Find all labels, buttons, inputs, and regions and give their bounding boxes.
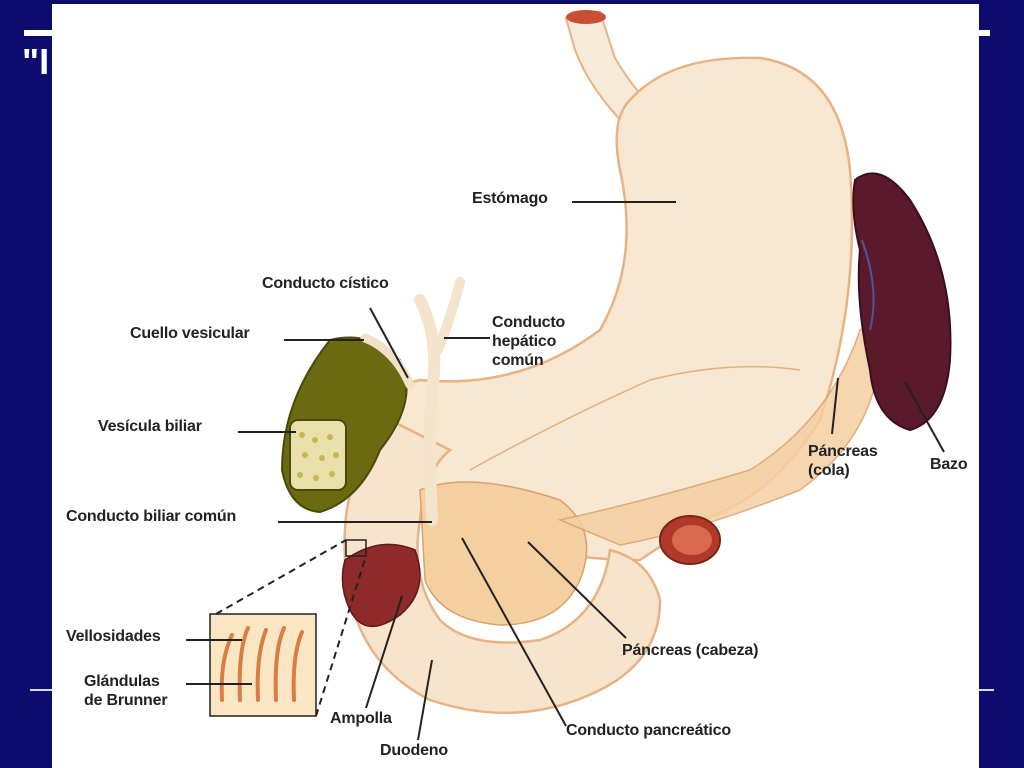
- label-conducto-hepatico: Conducto hepático común: [492, 314, 566, 369]
- label-cuello-vesicular: Cuello vesicular: [130, 325, 250, 342]
- ampulla: [341, 543, 421, 628]
- hepatic-duct: [414, 294, 441, 526]
- esophagus-opening: [566, 10, 606, 24]
- label-pancreas-cabeza: Páncreas (cabeza): [622, 642, 759, 659]
- label-estomago: Estómago: [472, 190, 548, 207]
- label-ampolla: Ampolla: [330, 710, 392, 727]
- inset-source-box: [345, 539, 367, 557]
- spleen: [852, 172, 952, 432]
- label-glandulas-brunner: Glándulas de Brunner: [84, 673, 168, 709]
- label-conducto-cistico: Conducto cístico: [262, 275, 389, 292]
- label-vesicula-biliar: Vesícula biliar: [98, 418, 202, 435]
- slide-title-fragment: "I: [22, 41, 50, 82]
- villi-inset: [209, 613, 317, 717]
- label-duodeno: Duodeno: [380, 742, 448, 759]
- cystic-duct: [360, 333, 415, 390]
- label-bazo: Bazo: [930, 456, 968, 473]
- label-pancreas-cola: Páncreas (cola): [808, 443, 878, 479]
- stomach-fold: [469, 365, 801, 471]
- label-conducto-pancreatico: Conducto pancreático: [566, 722, 731, 739]
- label-vellosidades: Vellosidades: [66, 628, 161, 645]
- label-conducto-biliar-comun: Conducto biliar común: [66, 508, 237, 525]
- pancreas-head: [419, 481, 588, 626]
